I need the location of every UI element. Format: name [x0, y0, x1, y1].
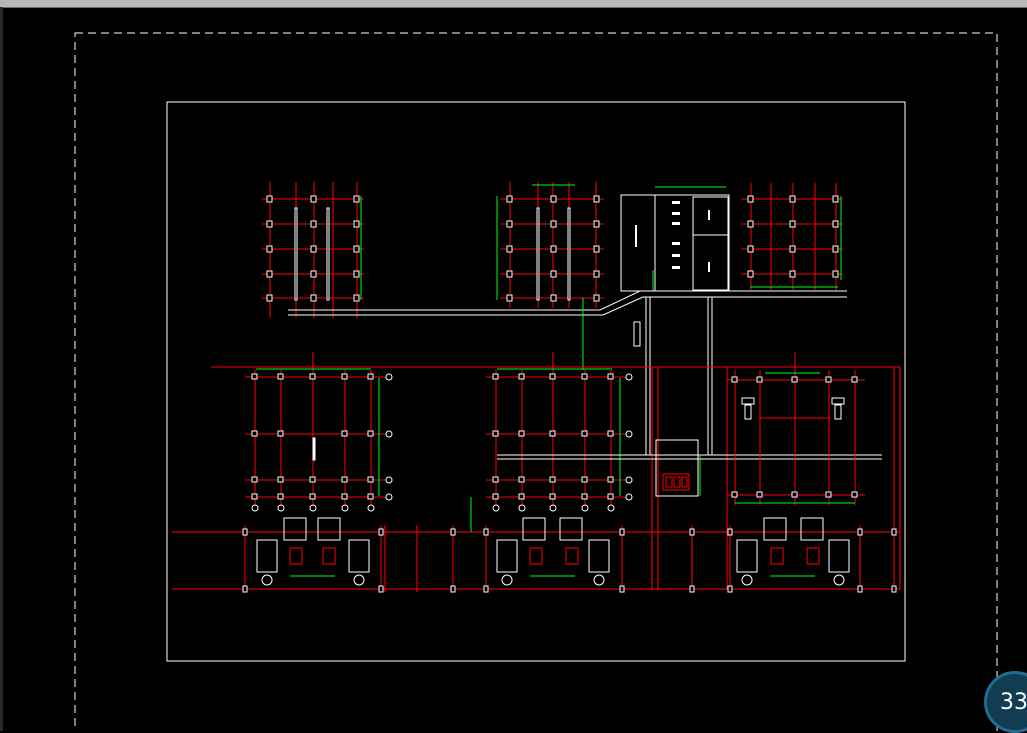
axis-bubbles-left — [251, 373, 393, 512]
drawing-frame — [166, 101, 906, 662]
middle-right-columns — [731, 376, 858, 498]
middle-center-dims — [470, 368, 621, 532]
middle-center-grid — [486, 352, 630, 505]
pump-group-3 — [736, 517, 850, 586]
middle-right-grid — [727, 352, 865, 505]
pump-group-2 — [496, 517, 610, 586]
top-middle-columns — [506, 195, 600, 302]
pump-group-1 — [256, 517, 370, 586]
middle-left-dims — [256, 368, 380, 496]
window-title-bar — [0, 0, 1027, 8]
pipe-corridor-middle — [497, 454, 882, 460]
top-right-building-dims — [652, 186, 726, 291]
top-middle-dimensions — [496, 184, 575, 300]
pipe-corridor-top — [288, 290, 847, 316]
top-right-building-marks — [635, 201, 710, 272]
axis-bubbles-center — [492, 373, 633, 512]
middle-left-columns — [251, 373, 374, 500]
left-window-edge — [0, 7, 3, 731]
page-number-badge[interactable]: 33 — [984, 671, 1027, 733]
vertical-pipe-runs — [645, 297, 713, 455]
top-right-columns — [747, 195, 839, 278]
page-number-label: 33 — [1000, 690, 1027, 715]
pipe-corridor-marker — [633, 321, 641, 347]
middle-right-dims — [735, 372, 855, 504]
bottom-grid-verticals — [244, 525, 861, 592]
top-left-columns — [266, 195, 360, 302]
paper-print-boundary — [74, 32, 998, 731]
middle-axis-lines — [172, 366, 901, 590]
bottom-axis-marks — [242, 528, 897, 593]
central-station — [655, 439, 701, 497]
middle-center-columns — [492, 373, 614, 500]
